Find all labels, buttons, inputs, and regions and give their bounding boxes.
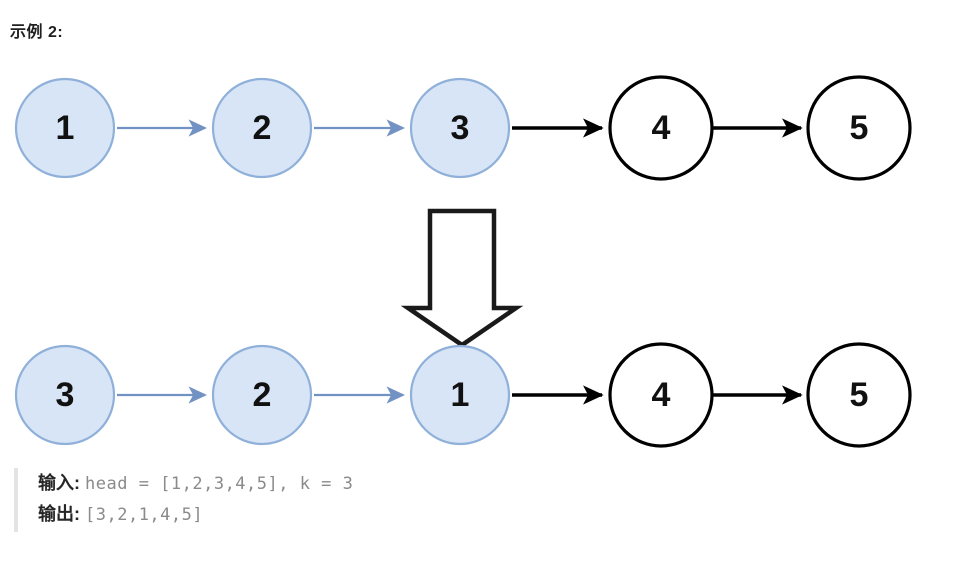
node-after-4[interactable]: 4: [608, 342, 714, 448]
node-before-2[interactable]: 2: [211, 77, 313, 179]
output-label: 输出:: [38, 504, 80, 524]
node-after-5[interactable]: 5: [806, 342, 912, 448]
node-circle: [806, 75, 912, 181]
node-circle: [14, 344, 116, 446]
node-before-3[interactable]: 3: [409, 77, 511, 179]
node-before-5[interactable]: 5: [806, 75, 912, 181]
node-circle: [806, 342, 912, 448]
node-before-1[interactable]: 1: [14, 77, 116, 179]
node-circle: [14, 77, 116, 179]
node-circle: [211, 77, 313, 179]
transform-down-arrow-icon: [400, 208, 524, 348]
node-circle: [608, 75, 714, 181]
list-row-before: 1 2 3 4 5: [14, 75, 912, 181]
input-line: 输入: head = [1,2,3,4,5], k = 3: [38, 468, 353, 499]
node-label: 5: [850, 376, 869, 414]
list-row-after: 3 2 1 4 5: [14, 342, 912, 448]
node-after-1[interactable]: 3: [14, 344, 116, 446]
node-label: 1: [56, 109, 75, 147]
input-label: 输入:: [38, 473, 80, 493]
node-label: 1: [451, 376, 470, 414]
node-label: 3: [56, 376, 75, 414]
node-after-3[interactable]: 1: [409, 344, 511, 446]
node-circle: [211, 344, 313, 446]
node-label: 2: [253, 109, 272, 147]
node-label: 2: [253, 376, 272, 414]
input-value: head = [1,2,3,4,5], k = 3: [85, 474, 354, 494]
linked-list-diagram: 1 2 3 4 5: [14, 75, 912, 448]
node-label: 5: [850, 109, 869, 147]
page-title: 示例 2:: [10, 24, 64, 41]
output-line: 输出: [3,2,1,4,5]: [38, 499, 353, 530]
node-before-4[interactable]: 4: [608, 75, 714, 181]
node-after-2[interactable]: 2: [211, 344, 313, 446]
node-label: 4: [652, 109, 671, 147]
node-label: 3: [451, 109, 470, 147]
output-value: [3,2,1,4,5]: [85, 505, 204, 525]
io-block: 输入: head = [1,2,3,4,5], k = 3 输出: [3,2,1…: [14, 468, 353, 532]
node-label: 4: [652, 376, 671, 414]
node-circle: [608, 342, 714, 448]
node-circle: [409, 77, 511, 179]
node-circle: [409, 344, 511, 446]
arrow-outline: [400, 208, 524, 348]
